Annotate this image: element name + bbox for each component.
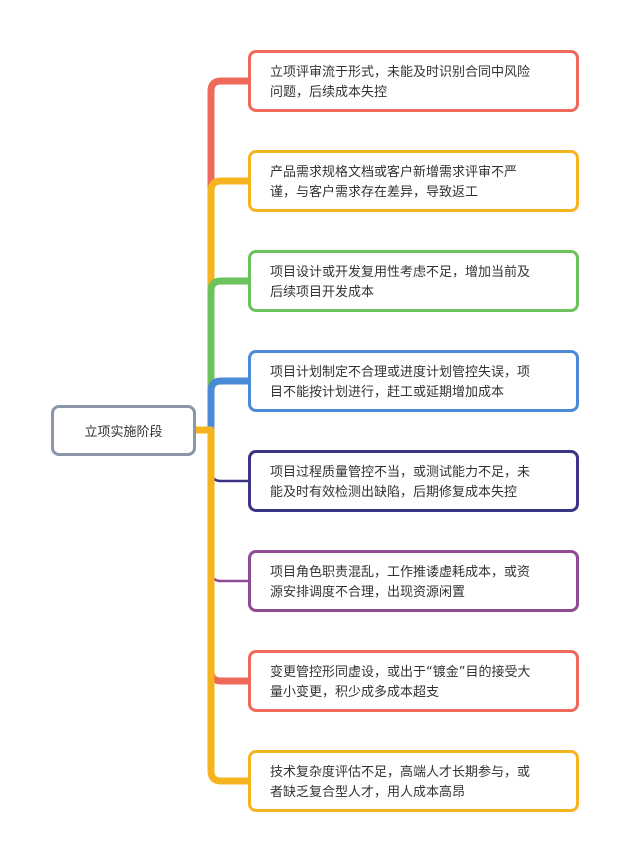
connector-6 [209,428,250,583]
branch-text-line: 问题，后续成本失控 [270,85,388,100]
branch-node-1[interactable]: 立项评审流于形式，未能及时识别合同中风险 问题，后续成本失控 [248,50,579,112]
branch-text-line: 变更管控形同虚设，或出于“镀金”目的接受大 [270,665,531,680]
branch-text-line: 产品需求规格文档或客户新增需求评审不严 [270,165,518,180]
branch-node-2[interactable]: 产品需求规格文档或客户新增需求评审不严 谨，与客户需求存在差异，导致返工 [248,150,579,212]
branch-text-line: 立项评审流于形式，未能及时识别合同中风险 [270,65,531,80]
branch-node-7[interactable]: 变更管控形同虚设，或出于“镀金”目的接受大 量小变更，积少成多成本超支 [248,650,579,712]
branch-text-line: 后续项目开发成本 [270,285,375,300]
branch-node-4[interactable]: 项目计划制定不合理或进度计划管控失误，项 目不能按计划进行，赶工或延期增加成本 [248,350,579,412]
branch-node-3[interactable]: 项目设计或开发复用性考虑不足，增加当前及 后续项目开发成本 [248,250,579,312]
branch-text-line: 源安排调度不合理，出现资源闲置 [270,585,466,600]
branch-text-line: 项目过程质量管控不当，或测试能力不足，未 [270,465,531,480]
branch-node-8[interactable]: 技术复杂度评估不足，高端人才长期参与，或 者缺乏复合型人才，用人成本高昂 [248,750,579,812]
connector-1 [207,77,252,434]
branch-text-line: 目不能按计划进行，赶工或延期增加成本 [270,385,505,400]
connector-7 [207,426,252,685]
connector-5 [209,428,250,483]
connector-4 [207,377,252,434]
branch-node-6[interactable]: 项目角色职责混乱，工作推诿虚耗成本，或资 源安排调度不合理，出现资源闲置 [248,550,579,612]
connector-2 [207,177,252,434]
root-label: 立项实施阶段 [84,425,163,440]
connector-8 [207,426,252,785]
branch-text-line: 谨，与客户需求存在差异，导致返工 [270,185,479,200]
branch-text-line: 者缺乏复合型人才，用人成本高昂 [270,785,466,800]
branch-text-line: 能及时有效检测出缺陷，后期修复成本失控 [270,485,518,500]
branch-text-line: 项目计划制定不合理或进度计划管控失误，项 [270,365,531,380]
root-node[interactable]: 立项实施阶段 [51,405,196,456]
connector-3 [207,277,252,434]
branch-text-line: 技术复杂度评估不足，高端人才长期参与，或 [270,765,531,780]
branch-text-line: 量小变更，积少成多成本超支 [270,685,440,700]
branch-text-line: 项目设计或开发复用性考虑不足，增加当前及 [270,265,531,280]
branch-text-line: 项目角色职责混乱，工作推诿虚耗成本，或资 [270,565,531,580]
branch-node-5[interactable]: 项目过程质量管控不当，或测试能力不足，未 能及时有效检测出缺陷，后期修复成本失控 [248,450,579,512]
